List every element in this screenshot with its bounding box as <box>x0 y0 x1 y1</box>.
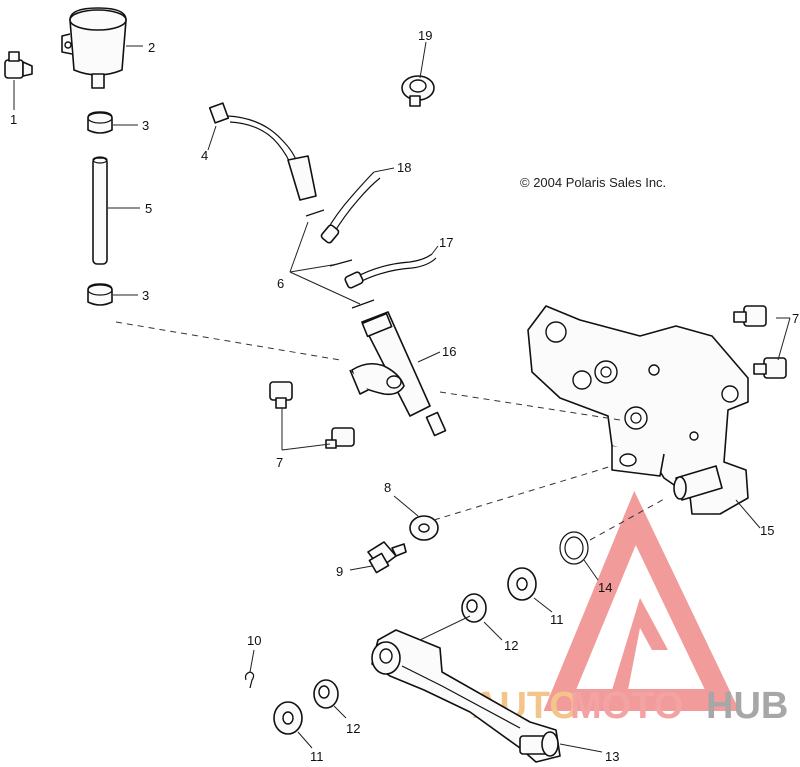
part-7-bolt-left-lower <box>325 427 355 449</box>
watermark-triangle <box>543 490 740 711</box>
callout-16: 16 <box>442 344 456 359</box>
part-8-washer <box>393 495 439 541</box>
part-11-washer-upper <box>507 567 553 613</box>
callout-3-lower: 3 <box>142 288 149 303</box>
part-6-washers <box>289 209 375 309</box>
part-7-bolt-right-lower <box>753 357 787 379</box>
part-3-clamp-upper <box>87 111 138 134</box>
part-9-pivot-bolt <box>349 541 407 574</box>
watermark-logo <box>543 490 740 711</box>
copyright-text: © 2004 Polaris Sales Inc. <box>520 175 666 190</box>
part-18-hose <box>320 167 395 244</box>
callout-11-lower: 11 <box>310 749 324 764</box>
part-5-hose <box>92 156 140 265</box>
callout-4: 4 <box>201 148 208 163</box>
part-19-clip <box>401 41 435 107</box>
part-7-bolt-left-upper <box>269 381 293 409</box>
part-16-master-cylinder <box>349 311 447 437</box>
callout-14: 14 <box>598 580 612 595</box>
part-17-hose <box>344 245 439 289</box>
callout-11-upper: 11 <box>550 612 564 627</box>
callout-18: 18 <box>397 160 411 175</box>
callout-3-upper: 3 <box>142 118 149 133</box>
callout-8: 8 <box>384 480 391 495</box>
callout-9: 9 <box>336 564 343 579</box>
callout-15: 15 <box>760 523 774 538</box>
part-12-bushing-upper <box>461 593 503 641</box>
part-10-pin <box>244 649 255 689</box>
callout-13: 13 <box>605 749 619 764</box>
callout-7-right: 7 <box>792 311 799 326</box>
assembly-lines <box>115 321 667 541</box>
part-14-clip <box>559 531 599 581</box>
callout-12-lower: 12 <box>346 721 360 736</box>
watermark-wordmark: AUTO MOTO HUB <box>472 685 788 727</box>
callout-labels: 1 2 3 4 5 3 19 18 17 6 16 7 7 8 15 9 14 … <box>10 28 799 764</box>
watermark-word-moto: MOTO <box>570 685 683 727</box>
part-11-washer-lower <box>273 701 313 749</box>
part-13-brake-pedal <box>371 615 603 763</box>
watermark-inner-mark <box>612 598 668 690</box>
part-4-brake-switch <box>207 102 317 201</box>
callout-19: 19 <box>418 28 432 43</box>
callout-5: 5 <box>145 201 152 216</box>
callout-2: 2 <box>148 40 155 55</box>
part-3-clamp-lower <box>87 283 138 306</box>
watermark-word-hub: HUB <box>706 685 788 727</box>
part-15-bracket <box>527 305 761 529</box>
callout-1: 1 <box>10 112 17 127</box>
callout-6: 6 <box>277 276 284 291</box>
callout-17: 17 <box>439 235 453 250</box>
callout-7-left: 7 <box>276 455 283 470</box>
callout-12-upper: 12 <box>504 638 518 653</box>
callout-10: 10 <box>247 633 261 648</box>
part-12-bushing-lower <box>313 679 347 719</box>
part-7-bolt-right-upper <box>733 305 767 327</box>
part-1-bleeder-screw <box>4 51 33 110</box>
part-2-reservoir <box>61 7 143 89</box>
